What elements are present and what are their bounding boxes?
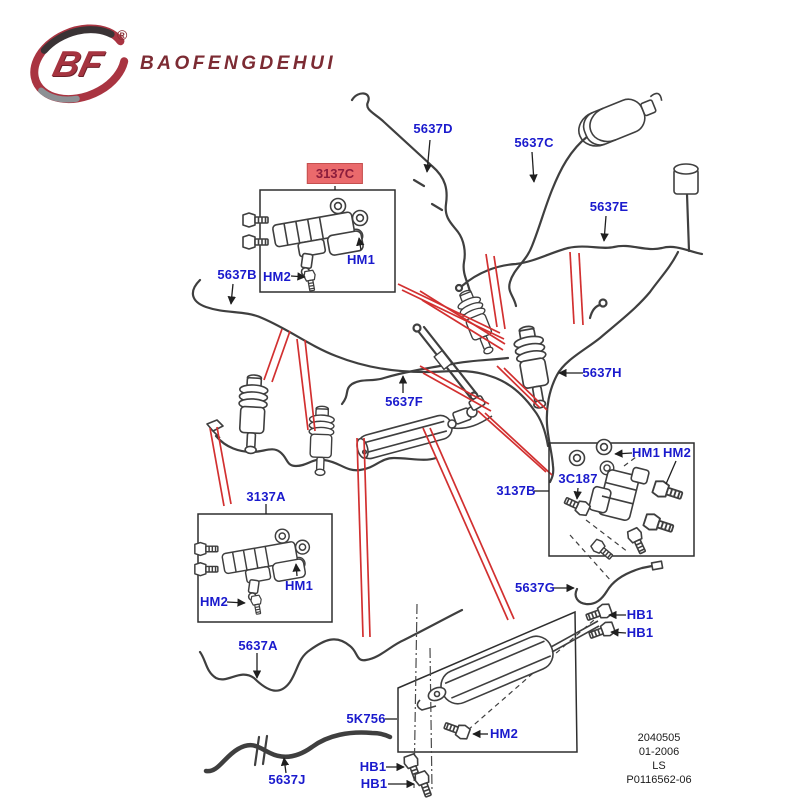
part-label-hm1-c: HM1 bbox=[631, 445, 661, 460]
plate-line-1: 2040505 bbox=[637, 732, 681, 744]
part-label-hb1-r2: HB1 bbox=[626, 625, 654, 640]
shock-absorber-5k756 bbox=[397, 560, 664, 800]
valve-block-3137b bbox=[561, 438, 685, 583]
plate-line-4: P0116562-06 bbox=[626, 774, 692, 786]
part-label-5637b: 5637B bbox=[217, 267, 257, 282]
part-label-3137b: 3137B bbox=[496, 483, 536, 498]
part-label-hm1-b: HM1 bbox=[284, 578, 314, 593]
part-label-hm1-a: HM1 bbox=[346, 252, 376, 267]
plate-line-2: 01-2006 bbox=[638, 746, 680, 758]
valve-block-3137c bbox=[243, 199, 368, 292]
callout-lines bbox=[209, 251, 584, 638]
registered-mark: ® bbox=[117, 27, 128, 43]
part-label-hb1-r1: HB1 bbox=[626, 607, 654, 622]
part-label-hm2-b: HM2 bbox=[199, 594, 229, 609]
part-label-hm2-a: HM2 bbox=[262, 269, 292, 284]
box-3137b bbox=[548, 442, 695, 557]
leader-lines bbox=[226, 139, 677, 789]
part-label-hb1-b2: HB1 bbox=[360, 776, 388, 791]
part-label-hm2-d: HM2 bbox=[489, 726, 519, 741]
brand-logo-swirl bbox=[30, 24, 129, 104]
plate-line-3: LS bbox=[652, 760, 666, 772]
canister-cap-drawing bbox=[673, 163, 699, 195]
part-label-3c187: 3C187 bbox=[558, 471, 598, 486]
part-label-5637c: 5637C bbox=[514, 135, 554, 150]
part-label-5637a: 5637A bbox=[238, 638, 278, 653]
part-label-5637h: 5637H bbox=[582, 365, 622, 380]
part-label-hm2-c: HM2 bbox=[662, 445, 692, 460]
part-label-5637f: 5637F bbox=[385, 394, 423, 409]
brand-name: BAOFENGDEHUI bbox=[140, 53, 337, 74]
part-label-3137a: 3137A bbox=[246, 489, 286, 504]
part-label-5637g: 5637G bbox=[514, 580, 556, 595]
part-label-5637j: 5637J bbox=[268, 772, 306, 787]
part-label-hb1-b1: HB1 bbox=[359, 759, 387, 774]
air-dryer-drawing bbox=[578, 92, 663, 147]
part-label-3137c-highlighted: 3137C bbox=[306, 163, 364, 184]
part-label-5637e: 5637E bbox=[589, 199, 629, 214]
compressor-drawing bbox=[356, 395, 493, 460]
part-label-5637d: 5637D bbox=[413, 121, 453, 136]
part-label-5k756: 5K756 bbox=[346, 711, 386, 726]
